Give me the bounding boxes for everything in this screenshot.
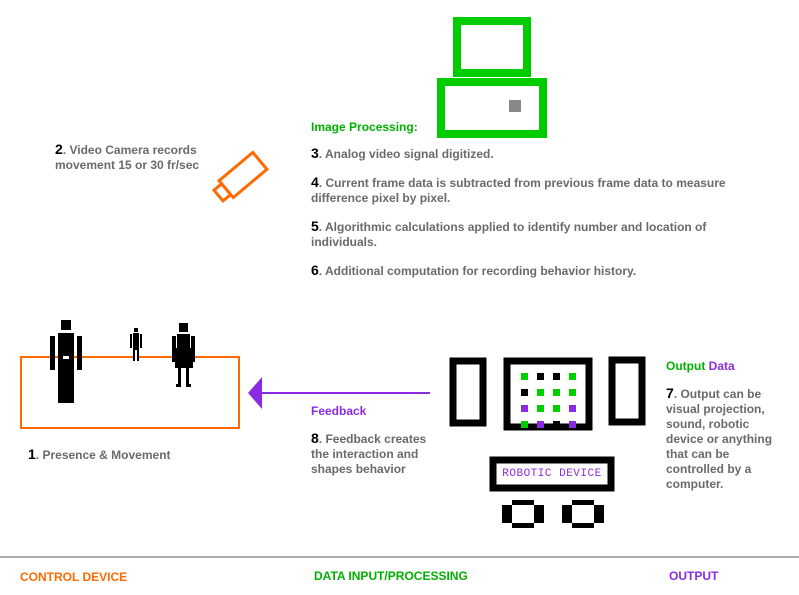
- led-cell: [521, 405, 528, 412]
- output-data-heading: Output Data: [666, 359, 735, 373]
- feedback-arrow-icon: [248, 377, 430, 409]
- person-icon: [130, 328, 142, 361]
- led-cell: [537, 389, 544, 396]
- presence-label: 1. Presence & Movement: [28, 446, 171, 463]
- led-cell: [553, 405, 560, 412]
- led-cell: [569, 373, 576, 380]
- led-cell: [521, 373, 528, 380]
- step-number: 2: [55, 141, 63, 157]
- output-label: 7. Output can be visual projection, soun…: [666, 385, 773, 492]
- video-camera-icon: [211, 150, 270, 204]
- led-cell: [553, 421, 560, 428]
- computer-icon: [437, 17, 547, 138]
- footer-data-input: DATA INPUT/PROCESSING: [314, 569, 468, 583]
- led-cell: [553, 373, 560, 380]
- processing-step-4: 4. Current frame data is subtracted from…: [311, 174, 726, 206]
- led-cell: [553, 389, 560, 396]
- led-cell: [521, 389, 528, 396]
- footer-control-device: CONTROL DEVICE: [20, 570, 128, 584]
- image-processing-heading: Image Processing:: [311, 120, 418, 134]
- led-cell: [537, 421, 544, 428]
- feedback-label: 8. Feedback creates the interaction and …: [311, 430, 427, 477]
- person-icon: [172, 323, 195, 387]
- robotic-device-icon: [489, 456, 615, 528]
- feedback-heading: Feedback: [311, 404, 367, 418]
- led-cell: [569, 389, 576, 396]
- person-icon: [50, 320, 82, 403]
- control-area-box: [20, 356, 240, 429]
- wheel-left: [502, 500, 544, 528]
- led-cell: [569, 421, 576, 428]
- processing-step-5: 5. Algorithmic calculations applied to i…: [311, 218, 707, 250]
- processing-step-3: 3. Analog video signal digitized.: [311, 145, 494, 162]
- processing-step-6: 6. Additional computation for recording …: [311, 262, 637, 279]
- led-grid: [521, 373, 576, 428]
- led-cell: [569, 405, 576, 412]
- led-cell: [521, 421, 528, 428]
- led-cell: [537, 405, 544, 412]
- camera-label: 2. Video Camera records movement 15 or 3…: [55, 141, 200, 173]
- output-devices: [449, 356, 646, 431]
- led-cell: [537, 373, 544, 380]
- wheel-right: [562, 500, 604, 528]
- footer-output: OUTPUT: [669, 569, 719, 583]
- robotic-device-label: ROBOTIC DEVICE: [502, 468, 602, 480]
